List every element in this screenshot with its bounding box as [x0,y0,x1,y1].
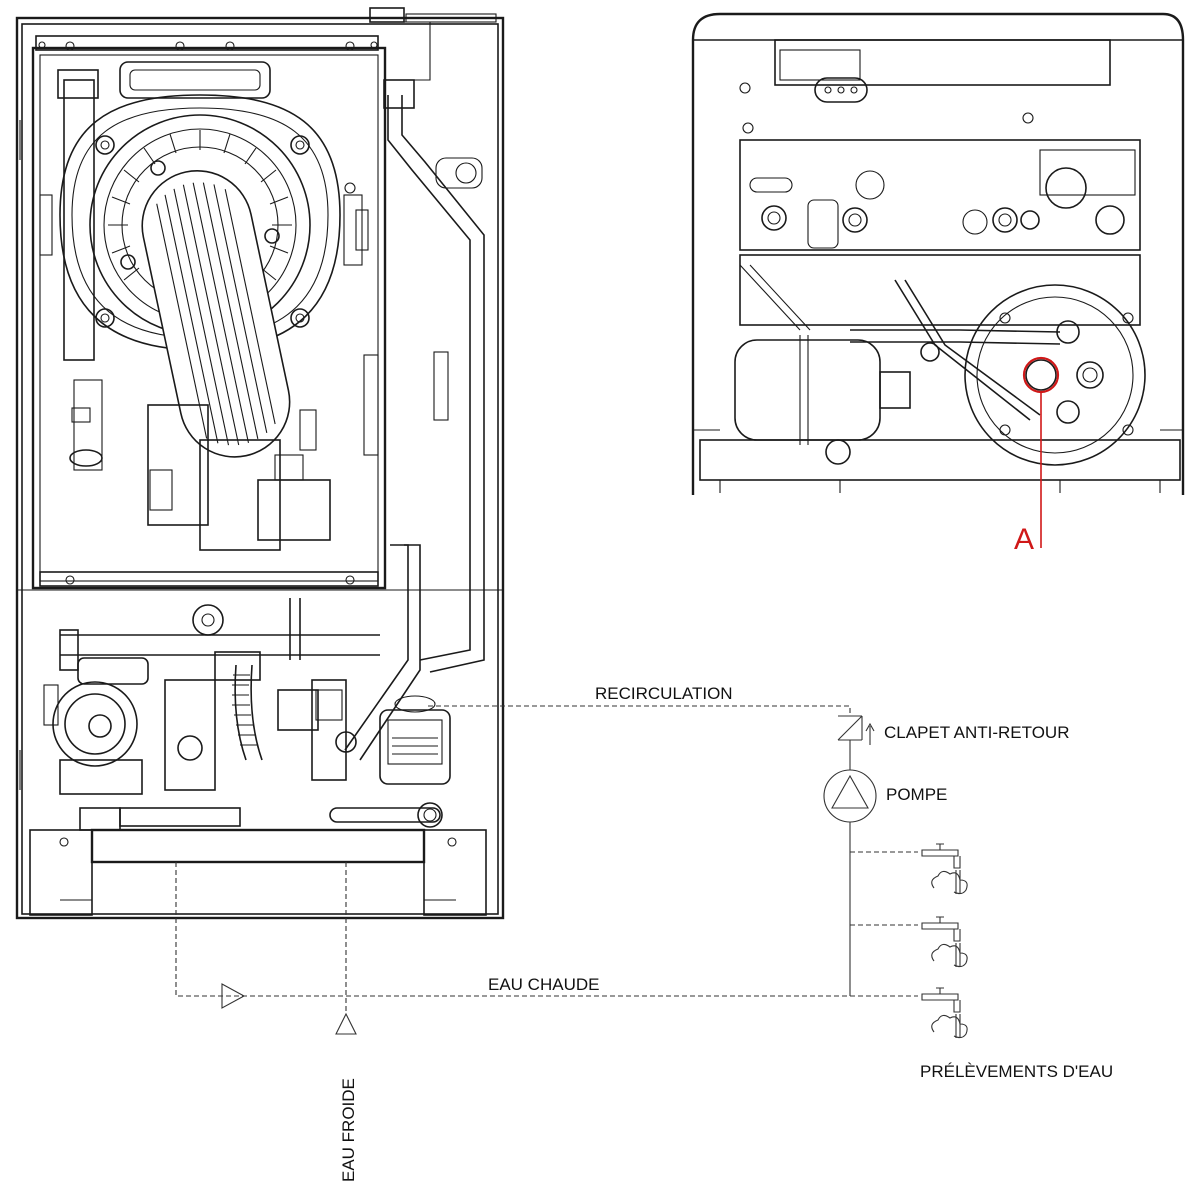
hot-water-label: EAU CHAUDE [488,975,599,994]
boiler-front-view [15,7,505,920]
pump-symbol [823,769,877,823]
marker-a-label: A [1014,523,1034,556]
boiler-pump [43,657,149,795]
tap-2-icon [921,916,968,968]
atva-valve [379,695,451,785]
ribbed-duct [141,170,291,458]
boiler-bottom-view: A [691,12,1185,556]
recirculation-schematic: RECIRCULATION CLAPET ANTI-RETOUR POMPE E… [175,684,1113,1182]
check-valve-symbol [837,715,875,770]
tap-3-icon [921,987,968,1039]
tap-1-icon [921,843,968,895]
water-draw-label: PRÉLÈVEMENTS D'EAU [920,1062,1113,1081]
round-flange [964,284,1146,466]
expansion-vessel [734,335,911,445]
recirculation-label: RECIRCULATION [595,684,733,703]
check-valve-label: CLAPET ANTI-RETOUR [884,723,1069,742]
pump-label: POMPE [886,785,947,804]
cold-water-label: EAU FROIDE [339,1078,358,1182]
marker-a-circle [1022,356,1060,394]
